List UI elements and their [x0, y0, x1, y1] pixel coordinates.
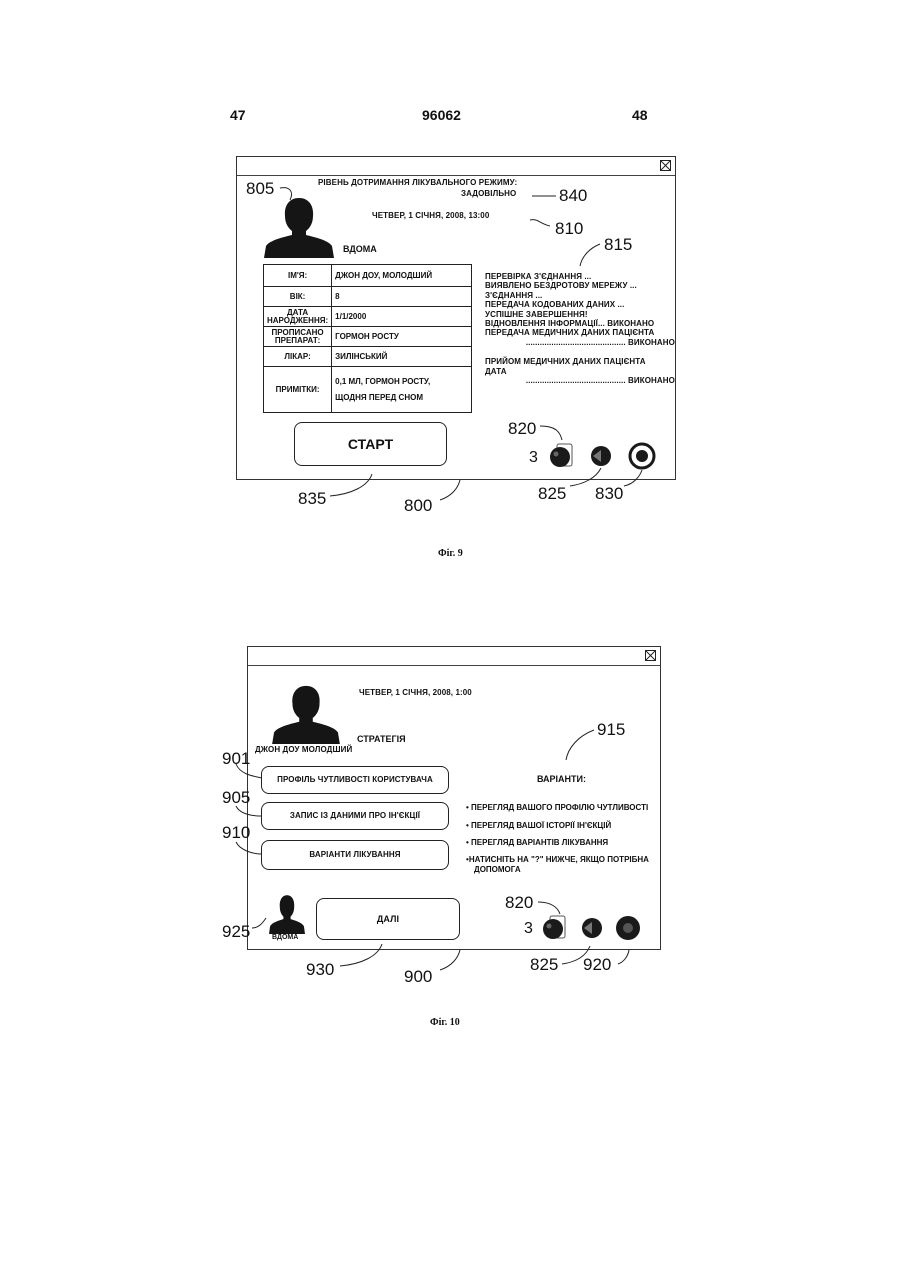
fig10-caption: Фіг. 10 — [430, 1017, 460, 1028]
ref-910: 910 — [222, 823, 250, 843]
ref-820: 820 — [505, 893, 533, 913]
ref-925: 925 — [222, 922, 250, 942]
ref-915: 915 — [597, 720, 625, 740]
ref-900: 900 — [404, 967, 432, 987]
ref-825: 825 — [530, 955, 558, 975]
ref-901: 901 — [222, 749, 250, 769]
ref-930: 930 — [306, 960, 334, 980]
ref-905: 905 — [222, 788, 250, 808]
ref-920: 920 — [583, 955, 611, 975]
